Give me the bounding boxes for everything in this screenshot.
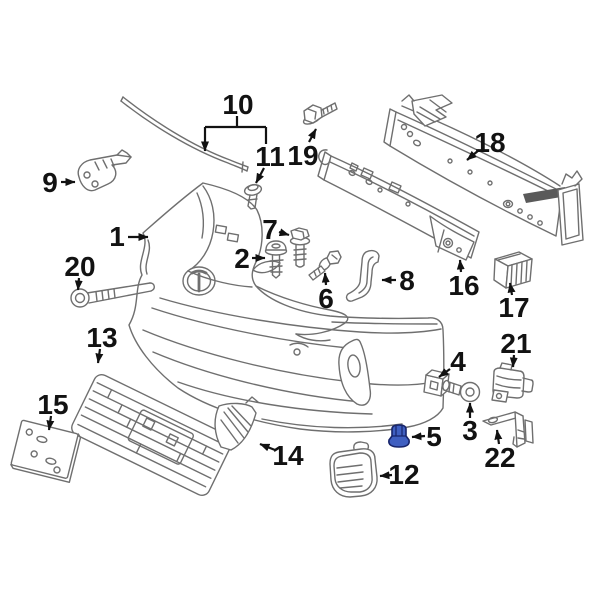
callout-15-arrow [46,415,55,431]
bar-mount-bracket [411,94,453,127]
callout-12-arrow [379,471,393,480]
part-17-energy-absorber[interactable] [493,251,533,289]
callout-18-label[interactable]: 18 [474,127,505,158]
part-21-sensor[interactable] [491,362,534,403]
part-2-push-clip[interactable] [264,240,288,279]
callout-5-label[interactable]: 5 [426,421,442,452]
callout-3: 3 [462,402,478,446]
part-18-upper-impact-bar[interactable] [383,94,584,246]
part-13-lower-grille[interactable] [69,372,235,498]
bar-gusset [429,215,475,261]
callout-7-arrow [278,228,290,237]
callout-6-arrow [321,272,330,286]
callout-10-label[interactable]: 10 [222,89,253,120]
callout-16-arrow [456,259,465,273]
callout-4-arrow [438,368,451,378]
callout-14-label[interactable]: 14 [272,440,304,471]
callout-9: 9 [42,167,76,198]
license-mount-area [127,409,195,465]
part-12-fog-lamp-bezel[interactable] [329,441,378,498]
part-19-flange-bolt[interactable] [302,102,338,126]
part-3-bulb-socket[interactable] [442,379,481,403]
callout-21: 21 [500,328,532,368]
fog-lamp-recess [338,338,372,406]
callout-10-bracket [205,116,268,144]
part-1-bumper-cover[interactable] [128,182,445,433]
callout-20: 20 [64,251,96,291]
callouts-layer: 1 2 3 4 5 6 7 8 [37,89,531,490]
callout-12: 12 [379,459,420,490]
callout-21-arrow [509,354,518,368]
callout-8: 8 [381,265,415,296]
part-10-hood-front-molding[interactable] [120,96,249,173]
callout-19-label[interactable]: 19 [287,140,318,171]
callout-1: 1 [109,221,149,252]
callout-20-arrow [74,277,83,291]
callout-13-label[interactable]: 13 [86,322,117,353]
callout-13: 13 [86,322,118,364]
callout-20-label[interactable]: 20 [64,251,95,282]
part-8-fog-lamp-bracket[interactable] [345,249,380,302]
callout-3-label[interactable]: 3 [462,415,478,446]
callout-17-arrow [507,282,516,296]
callout-13-arrow [95,348,104,364]
callout-17: 17 [498,282,530,323]
callout-18-arrow [466,149,480,161]
callout-4-label[interactable]: 4 [450,346,466,377]
part-6-tapping-screw[interactable] [308,250,342,281]
part-22-sensor-bracket[interactable] [482,411,534,448]
callout-15-label[interactable]: 15 [37,389,68,420]
callout-5: 5 [411,421,442,452]
part-11-molding-clip[interactable] [243,183,263,210]
callout-7: 7 [262,214,290,245]
callout-11-label[interactable]: 11 [255,141,285,172]
callout-22: 22 [484,429,516,473]
callout-4: 4 [438,346,466,378]
callout-22-arrow [494,429,503,445]
callout-21-label[interactable]: 21 [500,328,531,359]
callout-16: 16 [448,259,480,301]
part-7-hex-bolt[interactable] [289,227,311,268]
callout-15: 15 [37,389,69,431]
bar-end-plate [557,183,584,246]
part-20-tow-hook[interactable] [70,282,155,308]
part-16-lower-impact-bar[interactable] [317,149,480,261]
part-14-grille-corner-piece[interactable] [214,396,259,451]
callout-14-arrow [259,442,276,452]
part-9-side-support-bracket[interactable] [77,149,132,192]
callout-9-label[interactable]: 9 [42,167,58,198]
callout-6: 6 [318,272,334,314]
callout-11-arrow [255,167,265,184]
callout-2-label[interactable]: 2 [234,243,250,274]
callout-16-label[interactable]: 16 [448,270,479,301]
callout-17-label[interactable]: 17 [498,292,529,323]
callout-22-label[interactable]: 22 [484,442,515,473]
part-15-license-plate-bracket[interactable] [10,419,82,484]
callout-14: 14 [259,440,304,471]
callout-2: 2 [234,243,266,274]
callout-19: 19 [287,128,319,171]
callout-8-label[interactable]: 8 [399,265,415,296]
callout-7-label[interactable]: 7 [262,214,278,245]
callout-12-label[interactable]: 12 [388,459,419,490]
callout-5-arrow [411,432,426,441]
callout-1-label[interactable]: 1 [109,221,125,252]
callout-6-label[interactable]: 6 [318,283,334,314]
callout-18: 18 [466,127,506,161]
callout-11: 11 [255,141,285,184]
part-5-grommet-highlighted[interactable] [388,424,410,448]
callout-10: 10 [201,89,268,152]
callout-19-arrow [307,128,317,143]
